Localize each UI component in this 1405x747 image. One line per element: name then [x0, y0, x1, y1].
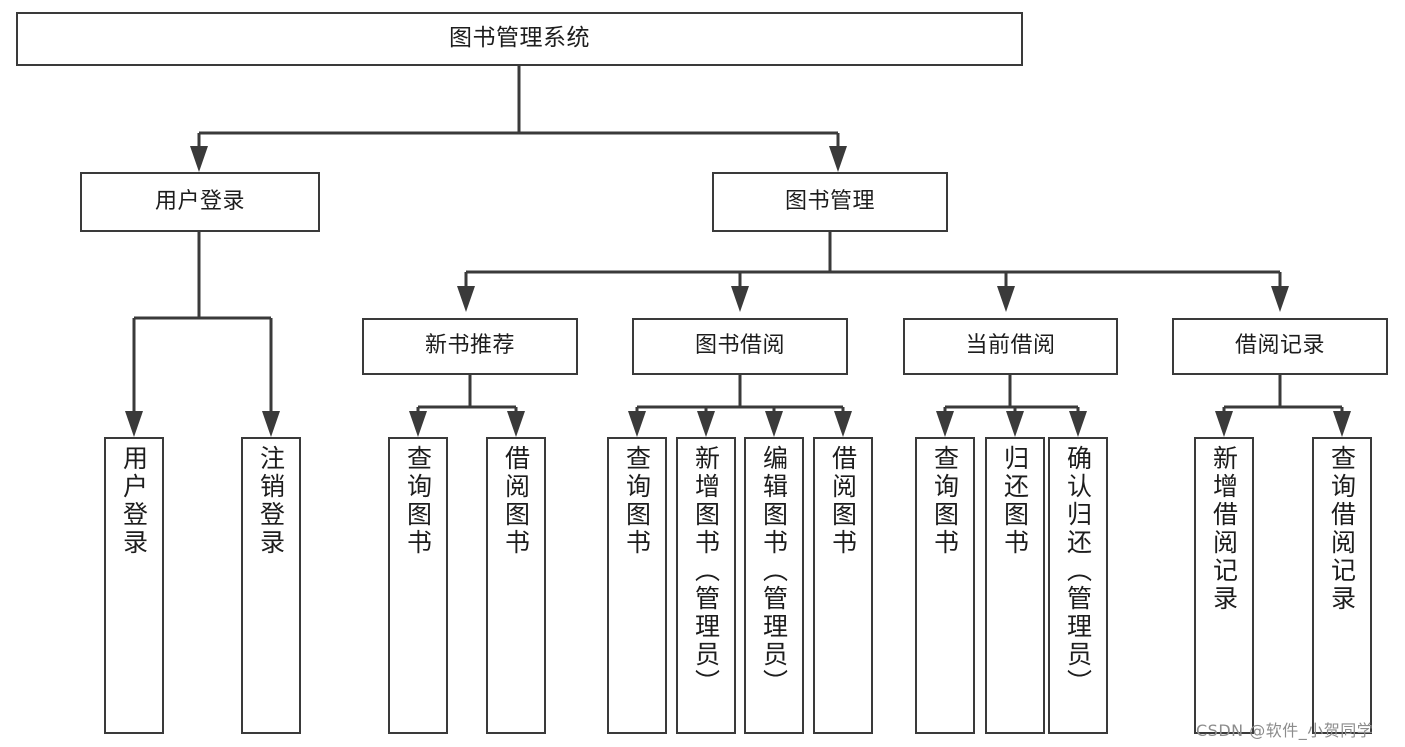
arrow-book-borrow: [731, 286, 749, 312]
arrow-cb-leaf1: [936, 411, 954, 437]
leaf-current-borrow-confirm[interactable]: 确认归还（管理员）: [1048, 437, 1108, 734]
arrow-bb-leaf2: [697, 411, 715, 437]
node-book-borrow[interactable]: 图书借阅: [632, 318, 848, 375]
leaf-borrow-record-add-label: 新增借阅记录: [1209, 445, 1239, 613]
leaf-borrow-record-add[interactable]: 新增借阅记录: [1194, 437, 1254, 734]
leaf-book-borrow-query-label: 查询图书: [622, 445, 652, 557]
leaf-borrow-record-query-label: 查询借阅记录: [1327, 445, 1357, 613]
leaf-current-borrow-query-label: 查询图书: [930, 445, 960, 557]
leaf-book-borrow-edit[interactable]: 编辑图书（管理员）: [744, 437, 804, 734]
arrow-cb-leaf3: [1069, 411, 1087, 437]
arrow-bb-leaf4: [834, 411, 852, 437]
leaf-current-borrow-return[interactable]: 归还图书: [985, 437, 1045, 734]
arrow-current-borrow: [997, 286, 1015, 312]
leaf-book-borrow-query[interactable]: 查询图书: [607, 437, 667, 734]
node-user-login-label: 用户登录: [154, 188, 245, 214]
leaf-new-book-query[interactable]: 查询图书: [388, 437, 448, 734]
leaf-new-book-borrow[interactable]: 借阅图书: [486, 437, 546, 734]
arrow-bb-leaf1: [628, 411, 646, 437]
arrow-book-manage: [829, 146, 847, 172]
leaf-user-login-signout[interactable]: 注销登录: [241, 437, 301, 734]
node-root-system[interactable]: 图书管理系统: [16, 12, 1023, 66]
leaf-current-borrow-query[interactable]: 查询图书: [915, 437, 975, 734]
node-book-management-label: 图书管理: [784, 188, 875, 214]
arrow-br-leaf2: [1333, 411, 1351, 437]
node-current-borrow-label: 当前借阅: [965, 333, 1056, 359]
node-current-borrow[interactable]: 当前借阅: [903, 318, 1118, 375]
node-root-system-label: 图书管理系统: [449, 25, 590, 52]
leaf-new-book-query-label: 查询图书: [403, 445, 433, 557]
leaf-user-login-signin-label: 用户登录: [119, 445, 149, 557]
leaf-borrow-record-query[interactable]: 查询借阅记录: [1312, 437, 1372, 734]
leaf-book-borrow-borrow[interactable]: 借阅图书: [813, 437, 873, 734]
node-book-borrow-label: 图书借阅: [694, 333, 785, 359]
node-new-book-recommend-label: 新书推荐: [424, 333, 515, 359]
arrow-cb-leaf2: [1006, 411, 1024, 437]
node-user-login[interactable]: 用户登录: [80, 172, 320, 232]
leaf-user-login-signin[interactable]: 用户登录: [104, 437, 164, 734]
node-book-management[interactable]: 图书管理: [712, 172, 948, 232]
arrow-bb-leaf3: [765, 411, 783, 437]
leaf-book-borrow-add[interactable]: 新增图书（管理员）: [676, 437, 736, 734]
leaf-new-book-borrow-label: 借阅图书: [501, 445, 531, 557]
node-borrow-record-label: 借阅记录: [1234, 333, 1325, 359]
watermark-text: CSDN @软件_小贺同学: [1196, 721, 1374, 740]
arrowheads: [125, 146, 1351, 437]
arrow-br-leaf1: [1215, 411, 1233, 437]
leaf-book-borrow-add-label: 新增图书（管理员）: [691, 445, 721, 697]
arrow-new-book: [457, 286, 475, 312]
leaf-user-login-signout-label: 注销登录: [256, 445, 286, 557]
arrow-leaf-user-login: [125, 411, 143, 437]
node-new-book-recommend[interactable]: 新书推荐: [362, 318, 578, 375]
leaf-book-borrow-edit-label: 编辑图书（管理员）: [759, 445, 789, 697]
arrow-nb-leaf1: [409, 411, 427, 437]
arrow-borrow-record: [1271, 286, 1289, 312]
arrow-user-login: [190, 146, 208, 172]
node-borrow-record[interactable]: 借阅记录: [1172, 318, 1388, 375]
arrow-leaf-logout: [262, 411, 280, 437]
leaf-current-borrow-return-label: 归还图书: [1000, 445, 1030, 557]
arrow-nb-leaf2: [507, 411, 525, 437]
leaf-book-borrow-borrow-label: 借阅图书: [828, 445, 858, 557]
leaf-current-borrow-confirm-label: 确认归还（管理员）: [1063, 445, 1093, 697]
